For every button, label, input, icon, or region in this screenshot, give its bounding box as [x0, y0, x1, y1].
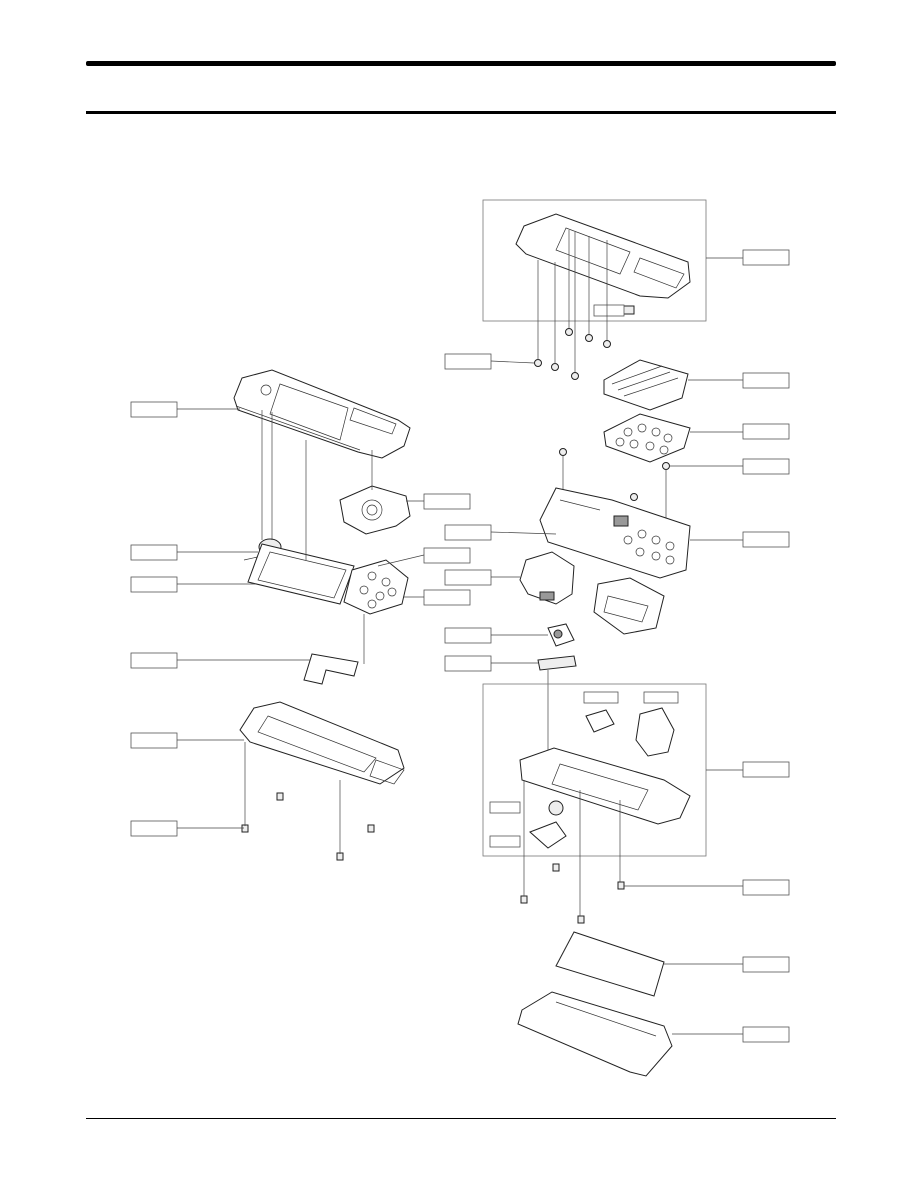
connector-part	[585, 709, 615, 733]
front-cover	[233, 369, 411, 459]
rear-case	[519, 747, 691, 825]
speaker-part	[635, 707, 675, 757]
flex-cable	[303, 653, 359, 685]
screws-lower	[520, 863, 625, 924]
side-bar	[537, 655, 577, 671]
main-pcb	[539, 487, 691, 579]
camera-module	[547, 623, 575, 647]
header-rule-bottom	[86, 111, 836, 114]
function-keys	[603, 359, 689, 411]
navigation-key	[339, 485, 411, 535]
main-keypad	[603, 413, 691, 463]
battery	[555, 931, 665, 997]
antenna-part	[529, 821, 567, 849]
lcd-module	[247, 543, 355, 605]
screws-left	[241, 792, 375, 861]
sim-bracket	[593, 577, 665, 635]
upper-group-box	[482, 199, 707, 322]
front-keypad	[343, 559, 409, 615]
footer-rule	[86, 1118, 836, 1119]
battery-cover	[517, 991, 673, 1077]
screws-upper	[534, 328, 611, 380]
callout-labels-left	[130, 401, 471, 837]
camera-holder	[519, 551, 575, 605]
upper-case	[515, 213, 691, 315]
buzzer	[548, 800, 564, 816]
header-rule-top	[86, 61, 836, 66]
slide-frame	[239, 701, 405, 785]
